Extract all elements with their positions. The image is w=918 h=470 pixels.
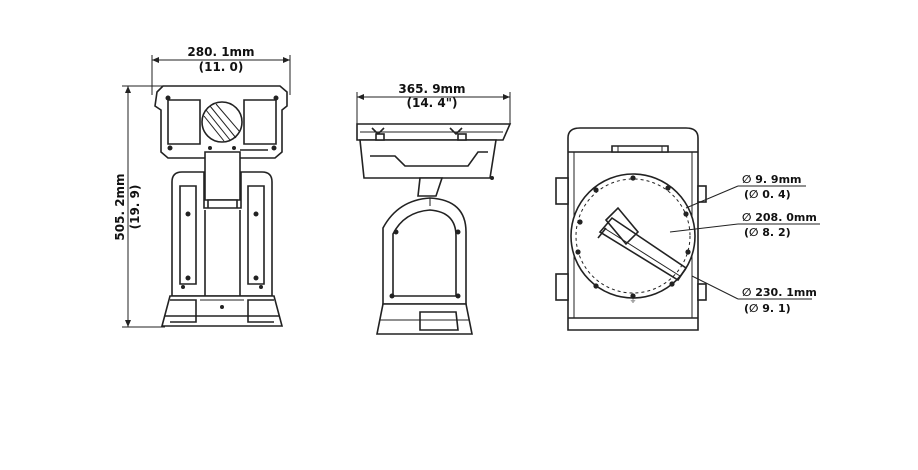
side-width-mm-label: 365. 9mm xyxy=(398,82,465,96)
front-height-mm-label: 505. 2mm xyxy=(113,173,127,240)
front-width-inch-label: (11. 0) xyxy=(199,60,244,74)
mount-view: ⏚ ∅ 9. 9mm (∅ 0. 4) ∅ 208. 0mm (∅ 8. 2) xyxy=(555,127,820,331)
flange-dia-dimension: ∅ 230. 1mm (∅ 9. 1) xyxy=(742,286,817,315)
side-base xyxy=(376,303,473,335)
side-width-inch-label: (14. 4") xyxy=(406,96,457,110)
hole-dia-dimension: ∅ 9. 9mm (∅ 0. 4) xyxy=(742,173,802,201)
flange-dia-inch-label: (∅ 9. 1) xyxy=(744,302,791,315)
hole-dia-mm-label: ∅ 9. 9mm xyxy=(742,173,802,186)
front-base xyxy=(160,285,284,327)
bolt-circle-inch-label: (∅ 8. 2) xyxy=(744,226,791,239)
front-height-inch-label: (19. 9) xyxy=(128,185,142,230)
front-view: 280. 1mm (11. 0) 505. 2mm (19. 9) xyxy=(113,45,291,328)
hole-dia-inch-label: (∅ 0. 4) xyxy=(744,188,791,201)
side-view: 365. 9mm (14. 4") xyxy=(356,82,512,335)
flange-dia-mm-label: ∅ 230. 1mm xyxy=(742,286,817,299)
side-camera-housing xyxy=(356,123,512,180)
bolt-circle-dimension: ∅ 208. 0mm (∅ 8. 2) xyxy=(742,211,817,239)
side-bracket xyxy=(417,177,444,197)
front-height-dimension: 505. 2mm (19. 9) xyxy=(113,85,165,328)
mount-arm xyxy=(597,206,688,282)
front-width-mm-label: 280. 1mm xyxy=(187,45,254,59)
mount-leaders xyxy=(669,185,820,300)
front-pan-body xyxy=(171,171,273,297)
bolt-circle-mm-label: ∅ 208. 0mm xyxy=(742,211,817,224)
ground-mark-icon: ⏚ xyxy=(630,296,637,304)
front-camera-housing xyxy=(154,85,288,159)
side-width-dimension: 365. 9mm (14. 4") xyxy=(356,82,511,130)
side-pan-body xyxy=(382,197,467,305)
front-width-dimension: 280. 1mm (11. 0) xyxy=(151,45,291,95)
